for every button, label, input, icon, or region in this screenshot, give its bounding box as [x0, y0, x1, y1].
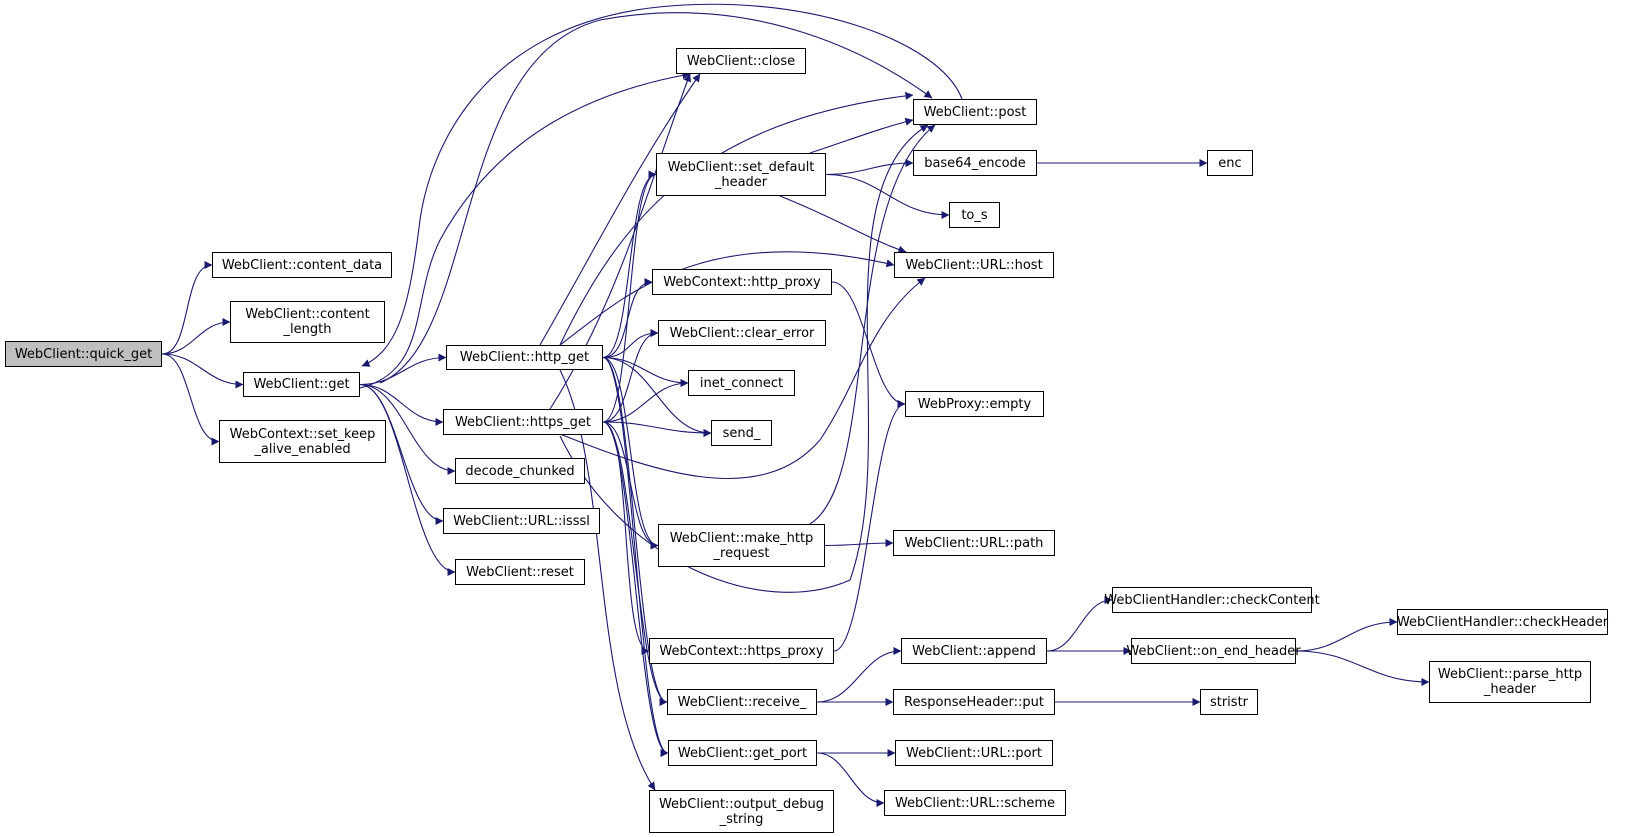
node-post[interactable]: WebClient::post	[913, 99, 1037, 125]
edge-https-get-to-inet-connect	[602, 379, 689, 423]
node-url-isssl[interactable]: WebClient::URL::isssl	[443, 508, 600, 534]
node-content-length[interactable]: WebClient::content _length	[230, 301, 385, 343]
edge-get-to-reset	[359, 383, 456, 576]
edge-https-get-to-send-	[602, 421, 712, 437]
node-https-proxy[interactable]: WebContext::https_proxy	[649, 638, 834, 664]
node-set-default-header[interactable]: WebClient::set_default _header	[656, 153, 826, 196]
edge-quick-get-to-get	[161, 353, 244, 389]
edge-https-proxy-to-proxy-empty	[833, 400, 906, 652]
edge-quick-get-to-set-keep-alive	[161, 353, 220, 446]
edge-on-end-header-to-parse-http-header	[1295, 650, 1430, 686]
edge-set-default-header-to-to-s	[825, 173, 950, 219]
node-url-port[interactable]: WebClient::URL::port	[895, 740, 1053, 766]
edge-quick-get-to-content-data	[161, 261, 213, 355]
node-http-proxy[interactable]: WebContext::http_proxy	[652, 269, 832, 295]
node-get-port[interactable]: WebClient::get_port	[668, 740, 817, 766]
edge-post-to-get	[361, 3, 963, 367]
edge-get-to-post	[379, 12, 933, 384]
edge-https-get-to-get-port	[602, 421, 669, 757]
node-get[interactable]: WebClient::get	[243, 372, 360, 397]
edge-make-http-request-to-post	[809, 124, 936, 525]
edge-https-get-to-set-default-header	[602, 170, 657, 423]
node-url-path[interactable]: WebClient::URL::path	[893, 530, 1055, 556]
edge-get-to-close	[359, 71, 691, 389]
edge-append-to-check-content	[1046, 596, 1113, 652]
edge-set-default-header-to-url-host	[779, 195, 907, 254]
node-set-keep-alive-enabled[interactable]: WebContext::set_keep _alive_enabled	[219, 420, 386, 463]
edge-get-port-to-url-scheme	[816, 752, 885, 807]
edge-http-get-to-send-	[602, 356, 712, 437]
node-check-header[interactable]: WebClientHandler::checkHeader	[1397, 609, 1608, 635]
edge-quick-get-to-content-length	[161, 318, 231, 355]
node-on-end-header[interactable]: WebClient::on_end_header	[1126, 638, 1301, 664]
edge-get-to-decode-chunked	[359, 383, 456, 475]
node-reset[interactable]: WebClient::reset	[455, 559, 585, 585]
edge-https-get-to-receive-	[602, 421, 668, 706]
edge-get-to-http-get	[359, 353, 447, 386]
edge-http-get-to-inet-connect	[602, 356, 689, 387]
node-proxy-empty[interactable]: WebProxy::empty	[905, 391, 1044, 417]
node-base64-encode[interactable]: base64_encode	[913, 150, 1037, 176]
node-response-header-put[interactable]: ResponseHeader::put	[893, 689, 1055, 715]
node-content-data[interactable]: WebClient::content_data	[212, 252, 392, 278]
edge-http-get-to-get-port	[602, 356, 669, 757]
edge-set-default-header-to-post	[809, 117, 914, 154]
node-url-host[interactable]: WebClient::URL::host	[894, 252, 1054, 278]
node-stristr[interactable]: stristr	[1200, 689, 1258, 715]
edge-receive--to-append	[816, 647, 902, 703]
node-https-get[interactable]: WebClient::https_get	[443, 409, 603, 435]
edge-http-get-to-close	[539, 73, 701, 346]
edge-get-to-https-get	[359, 383, 444, 426]
node-send[interactable]: send_	[711, 420, 772, 446]
node-enc[interactable]: enc	[1207, 150, 1253, 176]
edge-https-get-to-clear-error	[602, 329, 659, 423]
node-close[interactable]: WebClient::close	[676, 48, 806, 74]
node-parse-http-header[interactable]: WebClient::parse_http _header	[1429, 661, 1591, 703]
edge-http-get-to-make-http-request	[602, 356, 659, 550]
node-clear-error[interactable]: WebClient::clear_error	[658, 320, 826, 346]
edge-http-proxy-to-proxy-empty	[831, 281, 906, 408]
node-receive[interactable]: WebClient::receive_	[667, 689, 817, 715]
node-check-content[interactable]: WebClientHandler::checkContent	[1104, 587, 1320, 613]
node-inet-connect[interactable]: inet_connect	[688, 370, 795, 396]
edge-make-http-request-to-url-path	[824, 539, 894, 548]
node-output-debug-string[interactable]: WebClient::output_debug _string	[649, 790, 834, 833]
edge-on-end-header-to-check-header	[1295, 618, 1398, 652]
node-http-get[interactable]: WebClient::http_get	[446, 345, 603, 370]
edge-http-get-to-clear-error	[602, 329, 659, 359]
edge-https-get-to-make-http-request	[602, 421, 659, 550]
edge-set-default-header-to-base64-encode	[825, 159, 914, 176]
edge-http-get-to-receive-	[602, 356, 668, 706]
node-decode-chunked[interactable]: decode_chunked	[455, 458, 585, 484]
edge-https-get-to-post	[559, 124, 929, 593]
node-url-scheme[interactable]: WebClient::URL::scheme	[884, 790, 1066, 816]
edge-http-get-to-post	[559, 91, 914, 346]
node-make-http-request[interactable]: WebClient::make_http _request	[658, 524, 825, 567]
node-quick-get[interactable]: WebClient::quick_get	[5, 341, 162, 367]
edge-http-get-to-set-default-header	[602, 170, 657, 359]
edge-https-get-to-url-host	[559, 277, 926, 480]
node-append[interactable]: WebClient::append	[901, 638, 1047, 664]
node-to-s[interactable]: to_s	[949, 202, 1000, 228]
